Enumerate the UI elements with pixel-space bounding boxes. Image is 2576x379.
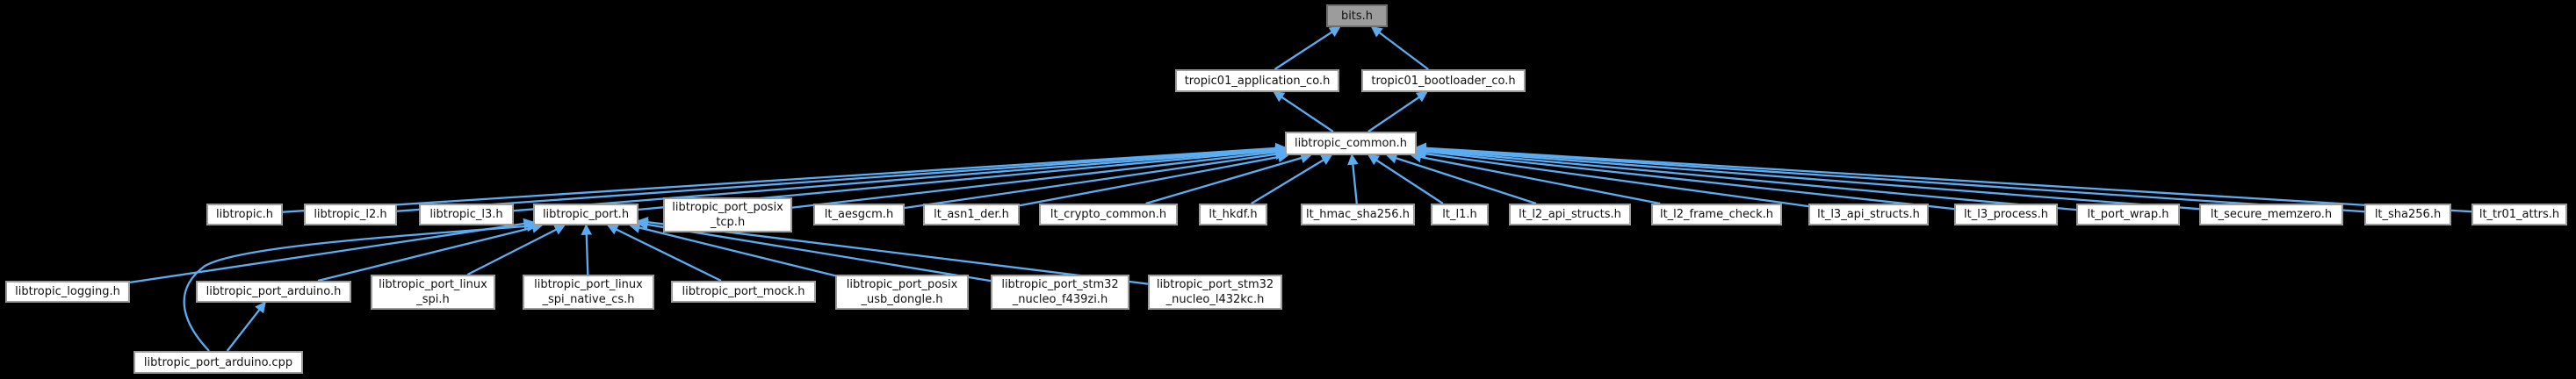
node-lt_port_wrap_h[interactable]: lt_port_wrap.h [2076,204,2180,225]
edge-lt_hmac_sha256_h-to-libtropic_common_h [1347,154,1359,204]
node-libtropic_l3_h[interactable]: libtropic_l3.h [419,204,514,225]
node-libtropic_logging_h[interactable]: libtropic_logging.h [5,281,130,303]
edge-libtropic_port_linux_spi_native_cs_h-to-libtropic_port_h [581,224,593,275]
node-libtropic_common_h[interactable]: libtropic_common.h [1285,132,1417,155]
edge-libtropic_port_stm32_nucleo_f439zi_h-to-libtropic_port_h [637,218,992,282]
edge-libtropic_l3_h-to-libtropic_common_h [513,144,1287,212]
edge-lt_aesgcm_h-to-libtropic_common_h [904,148,1287,210]
edge-lt_asn1_der_h-to-libtropic_common_h [1019,151,1289,207]
node-lt_sha256_h[interactable]: lt_sha256.h [2364,204,2451,225]
node-libtropic_port_arduino_cpp[interactable]: libtropic_port_arduino.cpp [133,351,303,374]
node-lt_l3_api_structs_h[interactable]: lt_l3_api_structs.h [1808,204,1929,225]
edge-lt_l2_api_structs_h-to-libtropic_common_h [1385,153,1537,205]
edge-libtropic_port_arduino_h-to-libtropic_port_h [317,222,544,282]
node-libtropic_l2_h[interactable]: libtropic_l2.h [304,204,397,225]
node-bits_h: bits.h [1326,4,1388,27]
node-lt_aesgcm_h[interactable]: lt_aesgcm.h [813,204,905,225]
edge-lt_hkdf_h-to-libtropic_common_h [1251,154,1333,204]
node-lt_tr01_attrs_h[interactable]: lt_tr01_attrs.h [2471,204,2567,225]
edge-lt_crypto_common_h-to-libtropic_common_h [1145,152,1312,205]
edge-libtropic_port_posix_usb_dongle_h-to-libtropic_port_h [628,222,836,277]
node-lt_crypto_common_h[interactable]: lt_crypto_common.h [1039,204,1178,225]
edge-libtropic_port_mock_h-to-libtropic_port_h [606,224,722,282]
edge-tropic01_bootloader_co_h-to-bits_h [1370,25,1429,70]
node-libtropic_port_linux_spi_h[interactable]: libtropic_port_linux _spi.h [371,275,495,310]
node-lt_hmac_sha256_h[interactable]: lt_hmac_sha256.h [1301,204,1415,225]
node-libtropic_port_posix_tcp_h[interactable]: libtropic_port_posix _tcp.h [663,197,792,232]
node-lt_l1_h[interactable]: lt_l1.h [1431,204,1489,225]
node-lt_asn1_der_h[interactable]: lt_asn1_der.h [923,204,1020,225]
node-tropic01_application_co_h[interactable]: tropic01_application_co.h [1175,69,1339,92]
edge-libtropic_port_linux_spi_h-to-libtropic_port_h [466,224,566,276]
edge-libtropic_common_h-to-tropic01_bootloader_co_h [1367,90,1428,132]
edge-libtropic_port_arduino_cpp-to-libtropic_port_h [183,220,538,352]
edge-libtropic_l2_h-to-libtropic_common_h [396,143,1287,212]
node-lt_l2_frame_check_h[interactable]: lt_l2_frame_check.h [1651,204,1782,225]
node-libtropic_port_linux_spi_native_cs_h[interactable]: libtropic_port_linux _spi_native_cs.h [523,275,654,310]
edge-libtropic_port_posix_tcp_h-to-libtropic_common_h [791,147,1287,209]
node-libtropic_port_stm32_nucleo_l432kc_h[interactable]: libtropic_port_stm32 _nucleo_l432kc.h [1148,275,1282,310]
node-libtropic_h[interactable]: libtropic.h [206,204,283,225]
node-tropic01_bootloader_co_h[interactable]: tropic01_bootloader_co.h [1361,69,1526,92]
node-libtropic_port_arduino_h[interactable]: libtropic_port_arduino.h [196,281,351,303]
edge-lt_sha256_h-to-libtropic_common_h [1415,142,2365,213]
node-libtropic_port_mock_h[interactable]: libtropic_port_mock.h [671,281,816,303]
edge-lt_l1_h-to-libtropic_common_h [1367,154,1444,204]
node-lt_l2_api_structs_h[interactable]: lt_l2_api_structs.h [1509,204,1631,225]
node-lt_l3_process_h[interactable]: lt_l3_process.h [1954,204,2058,225]
edge-libtropic_h-to-libtropic_common_h [282,142,1287,213]
edge-lt_port_wrap_h-to-libtropic_common_h [1415,145,2077,211]
edge-lt_secure_memzero_h-to-libtropic_common_h [1415,143,2200,211]
edge-lt_tr01_attrs_h-to-libtropic_common_h [1415,142,2472,213]
node-lt_secure_memzero_h[interactable]: lt_secure_memzero.h [2199,204,2343,225]
node-libtropic_port_h[interactable]: libtropic_port.h [533,204,639,225]
node-libtropic_port_stm32_nucleo_f439zi_h[interactable]: libtropic_port_stm32 _nucleo_f439zi.h [991,275,1129,310]
edge-lt_l3_process_h-to-libtropic_common_h [1415,146,1955,211]
edge-lt_l3_api_structs_h-to-libtropic_common_h [1415,147,1809,208]
edge-tropic01_application_co_h-to-bits_h [1274,25,1341,70]
node-libtropic_port_posix_usb_dongle_h[interactable]: libtropic_port_posix _usb_dongle.h [835,275,969,310]
node-lt_hkdf_h[interactable]: lt_hkdf.h [1199,204,1267,225]
edge-libtropic_port_arduino_cpp-to-libtropic_port_arduino_h [226,301,266,352]
edge-libtropic_common_h-to-tropic01_application_co_h [1273,90,1334,132]
edge-lt_l2_frame_check_h-to-libtropic_common_h [1410,151,1661,205]
